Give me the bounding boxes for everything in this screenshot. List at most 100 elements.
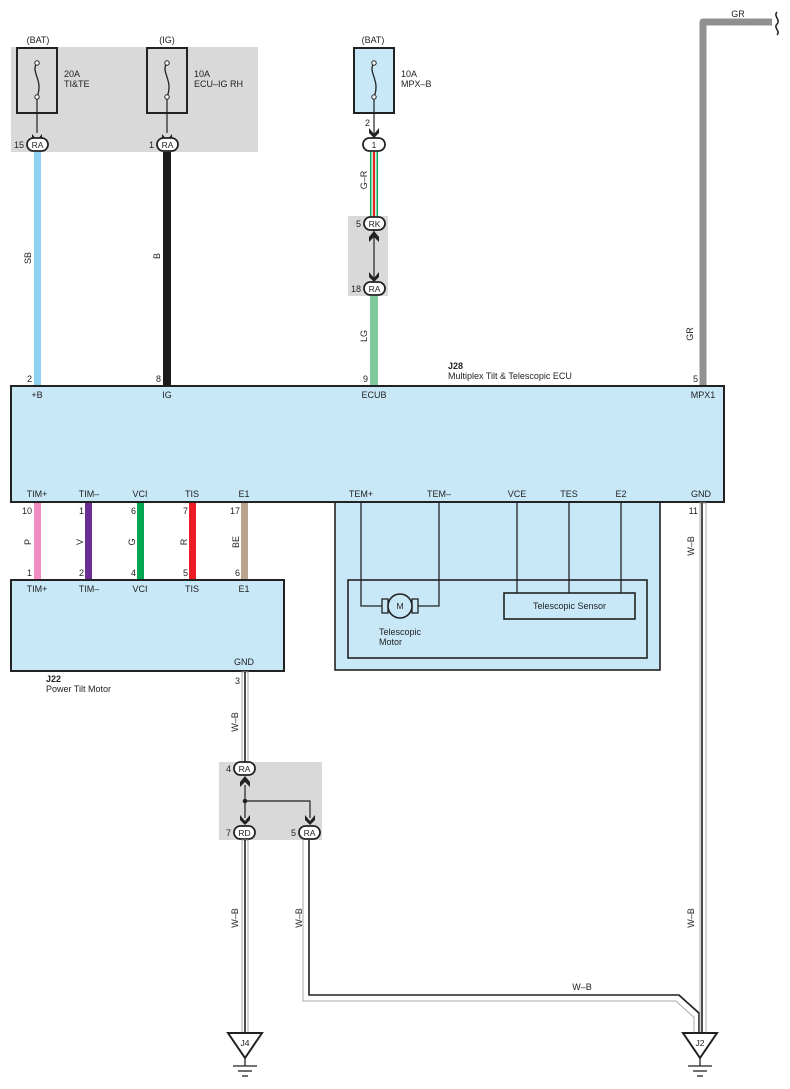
wire-color-label: SB (23, 252, 33, 264)
telescopic-motor-icon: M (381, 593, 419, 619)
wire-p (34, 503, 41, 580)
wire-b (163, 152, 171, 387)
svg-text:3: 3 (235, 676, 240, 686)
connector-1-mpx: 1 2 (362, 118, 386, 152)
svg-text:8: 8 (156, 374, 161, 384)
wire-wb-to-j4 (241, 839, 249, 1034)
fuse-source-label: (BAT) (27, 35, 50, 45)
svg-text:17: 17 (230, 506, 240, 516)
svg-text:7: 7 (226, 828, 231, 838)
junction-block-fuses (11, 47, 258, 152)
svg-text:1: 1 (149, 140, 154, 150)
wire-gr (699, 18, 772, 387)
ecu-pin-label: TEM+ (349, 489, 373, 499)
ecu-pin-label: E2 (615, 489, 626, 499)
tilt-motor-pin-label: TIM+ (27, 584, 48, 594)
ecu-pin-label: MPX1 (691, 390, 716, 400)
telescopic-sensor: Telescopic Sensor (503, 592, 636, 620)
ecu-pin-label: TES (560, 489, 578, 499)
ecu-id: J28 (448, 361, 463, 371)
svg-text:5: 5 (291, 828, 296, 838)
svg-text:5: 5 (183, 568, 188, 578)
ecu-pin-label: VCE (508, 489, 527, 499)
svg-text:4: 4 (131, 568, 136, 578)
svg-text:RA: RA (239, 764, 251, 774)
svg-text:J2: J2 (696, 1038, 705, 1048)
svg-text:J4: J4 (241, 1038, 250, 1048)
fuse-name: MPX–B (401, 79, 432, 89)
ecu-pin-label: ECUB (361, 390, 386, 400)
wire-color-label: G–R (359, 170, 369, 189)
svg-text:2: 2 (79, 568, 84, 578)
fuse-ecu-ig-rh: (IG) 10A ECU–IG RH (146, 35, 243, 133)
svg-text:7: 7 (183, 506, 188, 516)
wire-color-label: GR (685, 327, 695, 341)
wire-color-label: W–B (230, 712, 240, 732)
tilt-motor-box (10, 579, 285, 672)
wire-break-icon (775, 11, 779, 36)
svg-text:RA: RA (32, 140, 44, 150)
ground-j2: J2 (681, 1032, 719, 1077)
ecu-pin-label: TIM– (79, 489, 100, 499)
wire-color-label: W–B (686, 536, 696, 556)
svg-text:2: 2 (365, 118, 370, 128)
wire-color-label: B (152, 253, 162, 259)
wire-color-label: R (179, 538, 189, 545)
wire-be (241, 503, 248, 580)
connector-ra-1: RA 1 (149, 134, 179, 152)
telescopic-motor-label: Telescopic (379, 627, 422, 637)
wire-color-label: W–B (686, 908, 696, 928)
connector-ra-18: RA 18 (351, 272, 386, 296)
svg-text:Telescopic Sensor: Telescopic Sensor (533, 601, 606, 611)
svg-text:9: 9 (363, 374, 368, 384)
fuse-rating: 20A (64, 69, 80, 79)
ground-j4: J4 (226, 1032, 264, 1077)
ecu-pin-label: GND (691, 489, 712, 499)
ecu-name: Multiplex Tilt & Telescopic ECU (448, 371, 572, 381)
fuse-source-label: (BAT) (362, 35, 385, 45)
svg-text:10: 10 (22, 506, 32, 516)
svg-text:1: 1 (372, 140, 377, 150)
svg-text:RA: RA (369, 284, 381, 294)
svg-text:5: 5 (693, 374, 698, 384)
tilt-motor-pin-label: GND (234, 657, 255, 667)
svg-text:4: 4 (226, 764, 231, 774)
svg-text:2: 2 (27, 374, 32, 384)
ecu-pin-label: VCI (132, 489, 147, 499)
fuse-name: ECU–IG RH (194, 79, 243, 89)
ecu-pin-label: TIM+ (27, 489, 48, 499)
svg-text:RA: RA (304, 828, 316, 838)
wire-color-label: GR (731, 9, 745, 19)
svg-text:RD: RD (238, 828, 250, 838)
wire-color-label: BE (231, 536, 241, 548)
svg-text:15: 15 (14, 140, 24, 150)
connector-ra-15: RA 15 (14, 134, 49, 152)
fuse-rating: 10A (401, 69, 417, 79)
fuse-name: TI&TE (64, 79, 90, 89)
tilt-motor-name: Power Tilt Motor (46, 684, 111, 694)
tilt-motor-pin-label: E1 (238, 584, 249, 594)
wire-sb (34, 152, 41, 387)
wire-lg (370, 296, 378, 387)
ecu-pin-label: TIS (185, 489, 199, 499)
connector-rk-5: RK 5 (356, 216, 386, 242)
tilt-motor-pin-label: TIM– (79, 584, 100, 594)
fuse-ti-te: (BAT) 20A TI&TE (16, 35, 90, 133)
ecu-box (10, 385, 725, 503)
svg-text:1: 1 (27, 568, 32, 578)
svg-text:M: M (396, 601, 403, 611)
junction-ground-internals: RA 4 RD 7 RA 5 (226, 761, 321, 840)
telescopic-internal-wiring (347, 502, 648, 659)
wire-wb-ra5-to-j2 (302, 840, 701, 1033)
fuse-mpx-b: (BAT) 10A MPX–B (353, 35, 432, 138)
svg-text:6: 6 (235, 568, 240, 578)
tilt-motor-pin-label: TIS (185, 584, 199, 594)
wire-color-label: W–B (230, 908, 240, 928)
wire-color-label: G (127, 538, 137, 545)
telescopic-motor-label: Motor (379, 637, 402, 647)
ecu-pin-label: E1 (238, 489, 249, 499)
wire-wb-ecu-gnd-to-j2 (699, 502, 707, 1034)
wire-r (189, 503, 196, 580)
wire-wb-j22-to-junction (241, 671, 249, 763)
